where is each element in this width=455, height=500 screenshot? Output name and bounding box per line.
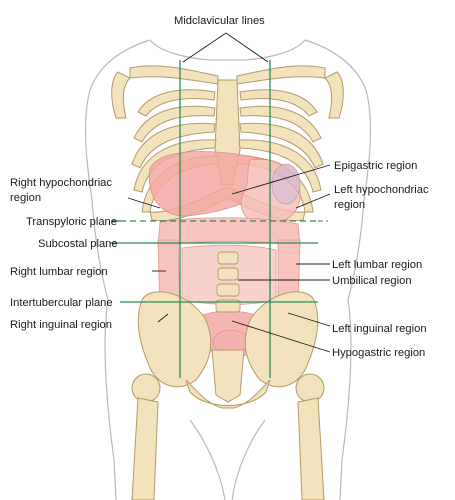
label-right-hypochondriac-region: region bbox=[10, 192, 41, 204]
label-left-lumbar-region: Left lumbar region bbox=[332, 259, 422, 271]
label-left-inguinal-region: Left inguinal region bbox=[332, 323, 427, 335]
label-left-hypochondriac-region: region bbox=[334, 199, 365, 211]
labels: Midclavicular lines Right hypochondriac … bbox=[10, 15, 429, 359]
label-hypogastric-region: Hypogastric region bbox=[332, 347, 425, 359]
label-right-lumbar-region: Right lumbar region bbox=[10, 266, 108, 278]
label-transpyloric-plane: Transpyloric plane bbox=[26, 216, 117, 228]
label-midclavicular-lines: Midclavicular lines bbox=[174, 15, 265, 27]
label-left-hypochondriac: Left hypochondriac bbox=[334, 184, 429, 196]
body-silhouette bbox=[84, 39, 372, 500]
midclavicular-lines bbox=[179, 60, 271, 378]
horizontal-planes bbox=[110, 220, 318, 303]
label-right-inguinal-region: Right inguinal region bbox=[10, 319, 112, 331]
lumbar-spine bbox=[215, 251, 241, 313]
label-intertubercular-plane: Intertubercular plane bbox=[10, 297, 113, 309]
label-umbilical-region: Umbilical region bbox=[332, 275, 412, 287]
shoulder-bones bbox=[111, 71, 344, 119]
spleen bbox=[271, 163, 301, 205]
label-subcostal-plane: Subcostal plane bbox=[38, 238, 118, 250]
label-right-hypochondriac: Right hypochondriac bbox=[10, 177, 112, 189]
leader-lines bbox=[112, 32, 331, 353]
pelvis bbox=[131, 291, 325, 500]
label-epigastric-region: Epigastric region bbox=[334, 160, 417, 172]
